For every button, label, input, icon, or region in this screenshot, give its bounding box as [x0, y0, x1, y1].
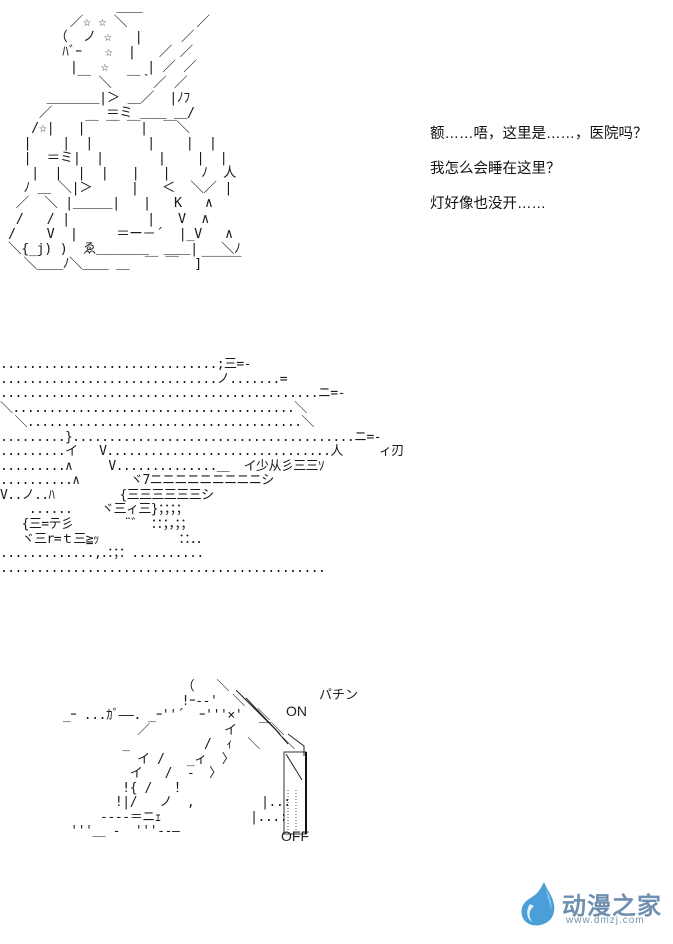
switch-plate-top: [287, 733, 305, 756]
dialogue-line-1: 额……唔，这里是……，医院吗？: [430, 126, 648, 142]
dialogue-block: 额……唔，这里是……，医院吗？ 我怎么会睡在这里？ 灯好像也没开……: [430, 124, 670, 229]
switch-off-label: OFF: [281, 828, 309, 844]
watermark-url: www.dmzj.com: [566, 915, 645, 926]
switch-arm-line-2: [245, 697, 281, 735]
switch-on-label: ON: [286, 703, 307, 719]
sound-effect-pachin: パチン: [319, 687, 359, 702]
switch-arm-line: [236, 690, 289, 745]
site-watermark: 动漫之家 www.dmzj.com: [516, 880, 666, 932]
dialogue-line-3: 灯好像也没开……: [430, 196, 546, 212]
dialogue-line-2: 我怎么会睡在这里？: [430, 161, 561, 177]
watermark-text: 动漫之家: [562, 893, 662, 920]
switch-plate: [283, 751, 307, 835]
ascii-art-patient: ＿＿ ／☆ ☆ ＼ ／ （ ノ ☆ | ／ ﾊﾞｰ ☆ | ／ ／ | ☆ | …: [8, 0, 242, 272]
light-switch-drawing: [236, 690, 307, 835]
water-drop-logo-icon: [521, 882, 555, 926]
ascii-art-hand-switch: （ ＼ !ｰ--' ＼ _ｰ ...ｶﾞ――. _ｰ''´ ｰ'''×' ＼ ／…: [62, 679, 295, 840]
switch-toggle: [285, 753, 303, 781]
ascii-art-closeup: ..............................;三=- .....…: [0, 357, 404, 576]
